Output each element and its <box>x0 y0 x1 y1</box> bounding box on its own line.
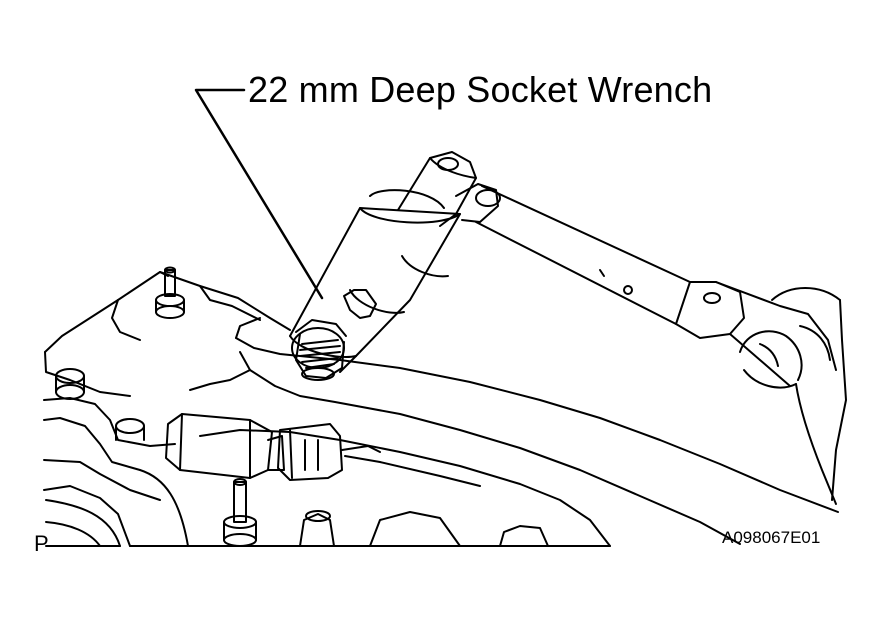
torque-wrench <box>397 151 837 387</box>
callout-leader <box>194 88 324 300</box>
view-marker: P <box>34 531 49 556</box>
electrical-connector <box>165 413 381 481</box>
callout-label: 22 mm Deep Socket Wrench <box>248 69 713 110</box>
hand <box>739 287 847 505</box>
engine-assembly <box>43 266 839 547</box>
sensor-threaded <box>291 319 347 381</box>
boss-left <box>55 368 145 441</box>
lower-bracket <box>299 510 549 547</box>
stud-bolt <box>155 266 185 319</box>
figure-code: A098067E01 <box>722 528 821 547</box>
stud-bolt-lower <box>223 478 257 547</box>
deep-socket <box>289 189 461 373</box>
